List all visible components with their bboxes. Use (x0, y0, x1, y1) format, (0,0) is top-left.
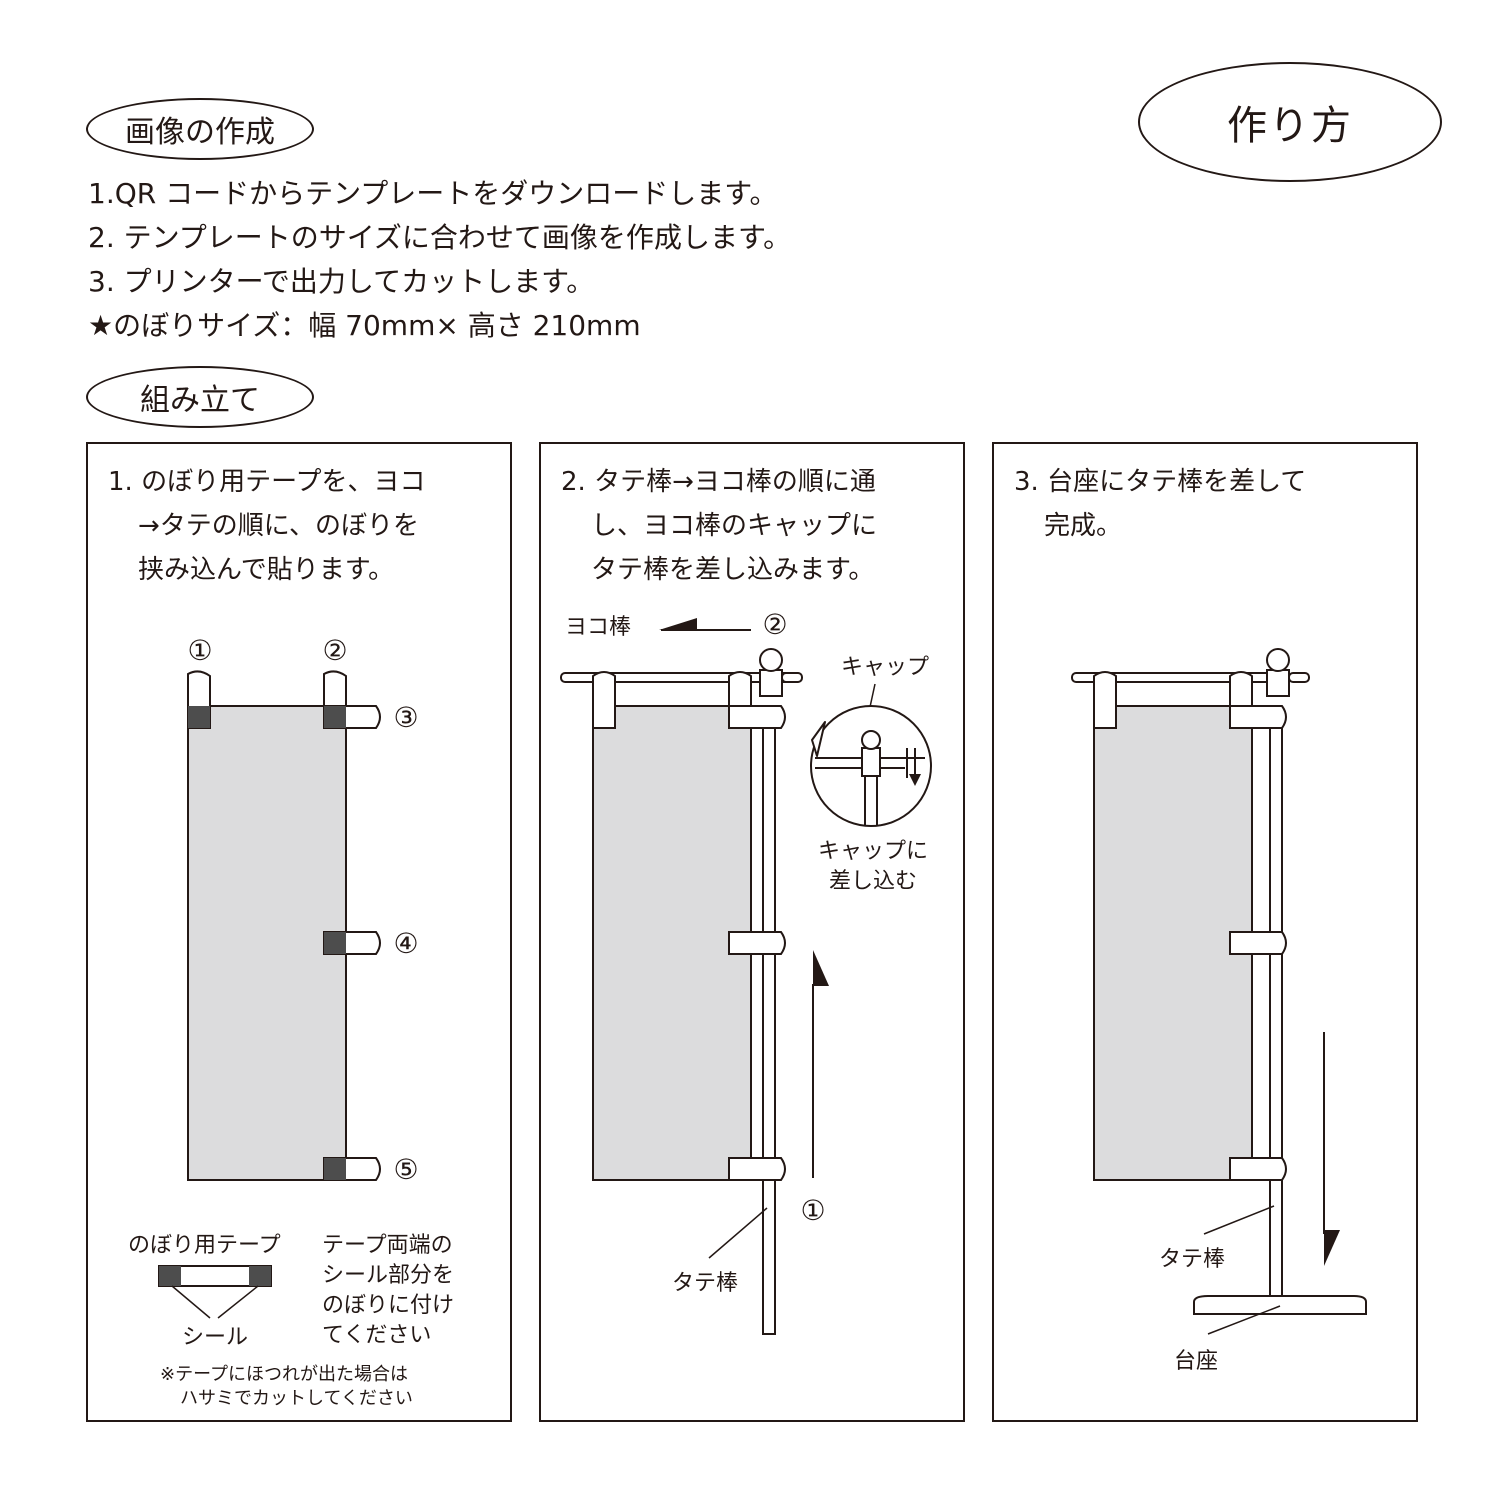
cap-knob (1266, 648, 1290, 672)
tate-label: タテ棒 (672, 1271, 738, 1296)
panel-3-instruction: 3. 台座にタテ棒を差して 完成。 (1014, 460, 1306, 548)
marker-tate: ① (800, 1194, 825, 1227)
tape-side-bottom (1229, 1157, 1287, 1181)
marker-4: ④ (393, 927, 418, 960)
marker-1: ① (187, 634, 212, 667)
down-arrow-head (1324, 1230, 1340, 1266)
base-leader (1207, 1305, 1281, 1335)
tape-1-seal (188, 706, 210, 728)
instruction-line: →タテの順に、のぼりを (138, 511, 420, 541)
marker-5: ⑤ (393, 1153, 418, 1186)
yoko-arrow-head (659, 618, 697, 630)
panel-1-instruction: 1. のぼり用テープを、ヨコ →タテの順に、のぼりを 挟み込んで貼ります。 (108, 460, 426, 592)
tape-side-middle (728, 931, 786, 955)
instruction-line: し、ヨコ棒のキャップに (591, 511, 878, 541)
seal-label: シール (182, 1325, 248, 1350)
base-label: 台座 (1174, 1349, 1218, 1374)
callout-tail (811, 721, 826, 757)
creation-step: 3. プリンターで出力してカットします。 (88, 265, 595, 298)
instruction-line: タテ棒を差し込みます。 (591, 555, 875, 585)
marker-2: ② (322, 634, 347, 667)
completed-figure: タテ棒 台座 (1071, 648, 1367, 1374)
detail-arrow-head (909, 774, 921, 786)
instruction-line: 挟み込んで貼ります。 (138, 555, 395, 585)
banner-sheet (592, 705, 752, 1181)
creation-steps: 1.QR コードからテンプレートをダウンロードします。 2. テンプレートのサイ… (88, 172, 791, 348)
tate-leader (1203, 1205, 1275, 1235)
tape-top-left (592, 671, 616, 729)
tate-label: タテ棒 (1159, 1247, 1225, 1272)
creation-step: 1.QR コードからテンプレートをダウンロードします。 (88, 177, 778, 210)
tape-attach-figure: ① ② ③ ④ ⑤ のぼり用テープ シール テープ両端の シール部分を のぼりに… (128, 634, 454, 1409)
fray-note-line: ハサミでカットしてください (180, 1388, 413, 1409)
tape-3-seal (324, 706, 346, 728)
detail-cap-body (861, 747, 881, 777)
panel-step-1: ① ② ③ ④ ⑤ のぼり用テープ シール テープ両端の シール部分を のぼりに… (86, 442, 512, 1422)
cap-knob (759, 648, 783, 672)
tape-note-line: テープ両端の (322, 1233, 453, 1258)
yoko-label: ヨコ棒 (565, 615, 631, 640)
cap-label: キャップ (841, 655, 929, 680)
creation-step: 2. テンプレートのサイズに合わせて画像を作成します。 (88, 221, 792, 254)
tate-leader (708, 1207, 768, 1259)
tape-4-seal (324, 932, 346, 954)
rod-end (1288, 672, 1310, 683)
tape-side-middle (1229, 931, 1287, 955)
tape-side-bottom (728, 1157, 786, 1181)
tape-top-left (1093, 671, 1117, 729)
creation-heading: 画像の作成 (86, 98, 314, 160)
tate-pole (1269, 707, 1283, 1299)
how-to-badge-label: 作り方 (1227, 103, 1353, 149)
assembly-heading: 組み立て (86, 366, 314, 428)
tape-side-top (728, 705, 786, 729)
creation-heading-label: 画像の作成 (125, 115, 275, 150)
marker-yoko: ② (762, 608, 787, 641)
panel-step-3: タテ棒 台座 3. 台座にタテ棒を差して 完成。 (992, 442, 1418, 1422)
banner-sheet (187, 705, 347, 1181)
marker-3: ③ (393, 701, 418, 734)
rod-end (781, 672, 803, 683)
tape-sample-seal-left (159, 1266, 181, 1286)
cap-body (759, 669, 783, 697)
tape-note-line: てください (322, 1323, 431, 1348)
instruction-line: 1. のぼり用テープを、ヨコ (108, 467, 426, 497)
tape-note-line: シール部分を (322, 1263, 454, 1288)
instruction-line: 3. 台座にタテ棒を差して (1014, 467, 1307, 497)
fray-note-line: ※テープにほつれが出た場合は (160, 1364, 408, 1385)
tate-pole (762, 707, 776, 1335)
assembly-heading-label: 組み立て (140, 383, 260, 418)
detail-cap-knob (861, 730, 881, 750)
tape-label: のぼり用テープ (128, 1233, 281, 1258)
tape-5-seal (324, 1158, 346, 1180)
seal-pointer-right (217, 1285, 259, 1319)
instruction-line: 2. タテ棒→ヨコ棒の順に通 (561, 467, 876, 497)
seal-pointer-left (171, 1285, 211, 1319)
banner-sheet (1093, 705, 1253, 1181)
insert-label: 差し込む (829, 869, 917, 894)
tape-sample-seal-right (249, 1266, 271, 1286)
panel-step-2: ヨコ棒 ② キャップ キャップに 差し込む ① タテ棒 2. タテ棒→ヨコ棒の順… (539, 442, 965, 1422)
stand-base (1193, 1295, 1367, 1315)
tape-side-top (1229, 705, 1287, 729)
cap-body (1266, 669, 1290, 697)
instruction-line: 完成。 (1044, 511, 1123, 541)
pole-assembly-figure: ヨコ棒 ② キャップ キャップに 差し込む ① タテ棒 (560, 608, 932, 1335)
up-arrow-head (813, 950, 829, 986)
size-note: ★のぼりサイズ：幅 70mm× 高さ 210mm (88, 309, 641, 342)
panel-2-instruction: 2. タテ棒→ヨコ棒の順に通 し、ヨコ棒のキャップに タテ棒を差し込みます。 (561, 460, 877, 592)
tape-note-line: のぼりに付け (322, 1293, 454, 1318)
how-to-badge: 作り方 (1138, 62, 1442, 182)
insert-label: キャップに (818, 839, 928, 864)
